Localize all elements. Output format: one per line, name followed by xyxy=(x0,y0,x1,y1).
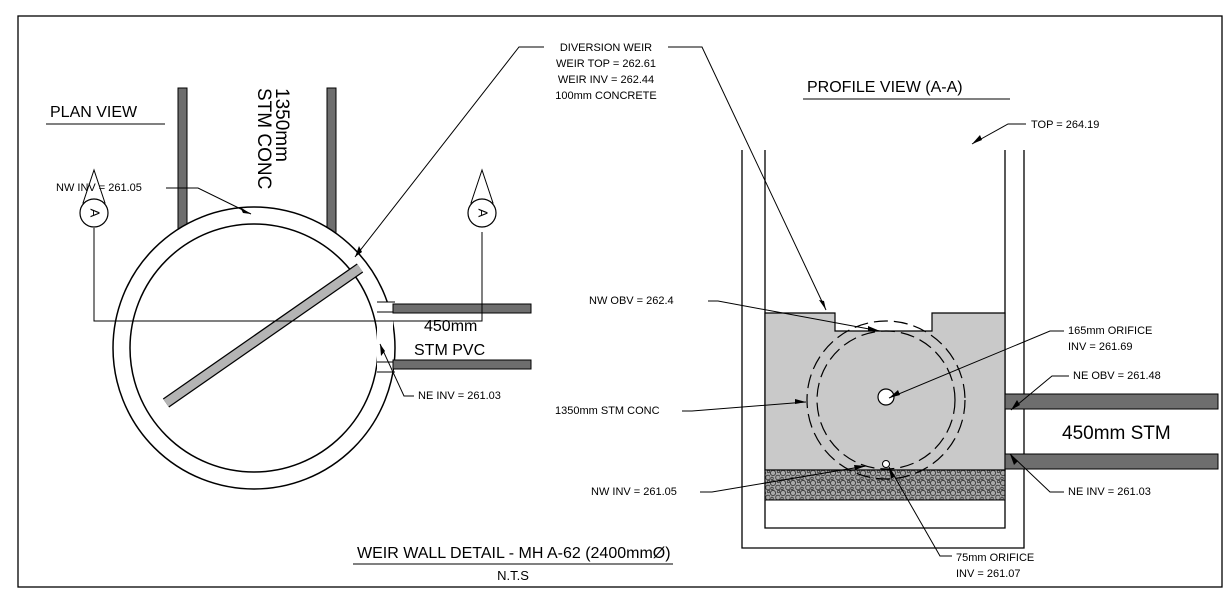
weir-callout-line3: WEIR INV = 262.44 xyxy=(558,74,654,86)
plan-right-pipe-top-wall xyxy=(392,303,532,314)
profile-nw-inv-leader xyxy=(700,465,867,493)
plan-top-pipe-left-wall xyxy=(177,87,188,241)
orifice-75mm-label-line2: INV = 261.07 xyxy=(956,568,1021,580)
plan-top-pipe-label: 1350mm STM CONC xyxy=(253,88,292,189)
profile-conc-pipe-label: 1350mm STM CONC xyxy=(555,405,660,417)
profile-right-pipe-bottom-wall xyxy=(1004,453,1219,470)
orifice-75mm xyxy=(882,460,890,468)
weir-callout-profile-leader xyxy=(668,46,827,311)
plan-top-pipe-size: 1350mm xyxy=(271,88,292,162)
profile-ne-obv-leader xyxy=(1010,375,1069,411)
plan-ne-inv-leader xyxy=(379,343,414,397)
section-marker-right-label: A xyxy=(476,209,491,218)
orifice-165mm-label-line1: 165mm ORIFICE xyxy=(1068,325,1152,337)
profile-gravel-base xyxy=(764,469,1006,501)
plan-right-pipe-bottom-wall xyxy=(392,359,532,370)
orifice-165mm-label-line2: INV = 261.69 xyxy=(1068,341,1133,353)
plan-nw-inv-label: NW INV = 261.05 xyxy=(56,182,142,194)
section-marker-right: A xyxy=(467,168,497,228)
weir-callout-plan-leader xyxy=(354,46,544,258)
drawing-title-block: WEIR WALL DETAIL - MH A-62 (2400mmØ) N.T… xyxy=(353,545,673,583)
plan-right-pipe-material: STM PVC xyxy=(414,342,485,359)
plan-top-pipe-right-wall xyxy=(326,87,337,241)
profile-nw-obv-label: NW OBV = 262.4 xyxy=(589,295,674,307)
section-marker-left: A xyxy=(79,168,109,228)
profile-1350-pipe-inner xyxy=(816,330,956,470)
profile-1350-pipe-outer xyxy=(806,320,966,480)
profile-conc-pipe-leader xyxy=(682,401,807,412)
profile-top-leader xyxy=(971,123,1026,145)
drawing-scale-note: N.T.S xyxy=(497,568,529,583)
profile-nw-obv-leader xyxy=(708,300,881,332)
plan-top-pipe-material: STM CONC xyxy=(253,88,274,189)
orifice-75mm-label-line1: 75mm ORIFICE xyxy=(956,552,1034,564)
profile-right-pipe-label: 450mm STM xyxy=(1062,423,1171,444)
diversion-weir-callout: DIVERSION WEIR WEIR TOP = 262.61 WEIR IN… xyxy=(354,42,827,311)
plan-right-pipe-size: 450mm xyxy=(424,318,477,335)
section-marker-left-label: A xyxy=(88,209,103,218)
profile-view-title: PROFILE VIEW (A-A) xyxy=(807,79,963,96)
orifice-165mm xyxy=(877,388,895,406)
weir-callout-line2: WEIR TOP = 262.61 xyxy=(556,58,656,70)
section-cut-line xyxy=(93,228,483,322)
weir-callout-line4: 100mm CONCRETE xyxy=(555,90,656,102)
profile-nw-inv-label: NW INV = 261.05 xyxy=(591,486,677,498)
profile-ne-inv-label: NE INV = 261.03 xyxy=(1068,486,1151,498)
profile-ne-inv-leader xyxy=(1009,453,1064,493)
plan-ne-inv-label: NE INV = 261.03 xyxy=(418,390,501,402)
drawing-border xyxy=(17,15,1223,588)
orifice-165mm-leader xyxy=(888,330,1064,399)
plan-weir-wall xyxy=(163,264,363,407)
plan-nw-inv-leader xyxy=(166,187,252,215)
weir-callout-line1: DIVERSION WEIR xyxy=(560,42,652,54)
profile-ne-obv-label: NE OBV = 261.48 xyxy=(1073,370,1161,382)
profile-manhole-outer-wall xyxy=(741,150,1025,549)
profile-view: PROFILE VIEW (A-A) 450mm STM TOP = 264.1… xyxy=(555,79,1219,580)
orifice-75mm-leader xyxy=(888,466,952,557)
plan-view: PLAN VIEW A A xyxy=(46,87,532,490)
profile-top-label: TOP = 264.19 xyxy=(1031,119,1099,131)
drawing-title: WEIR WALL DETAIL - MH A-62 (2400mmØ) xyxy=(357,545,671,562)
plan-view-title: PLAN VIEW xyxy=(50,104,138,121)
profile-right-pipe-top-wall xyxy=(1004,393,1219,410)
